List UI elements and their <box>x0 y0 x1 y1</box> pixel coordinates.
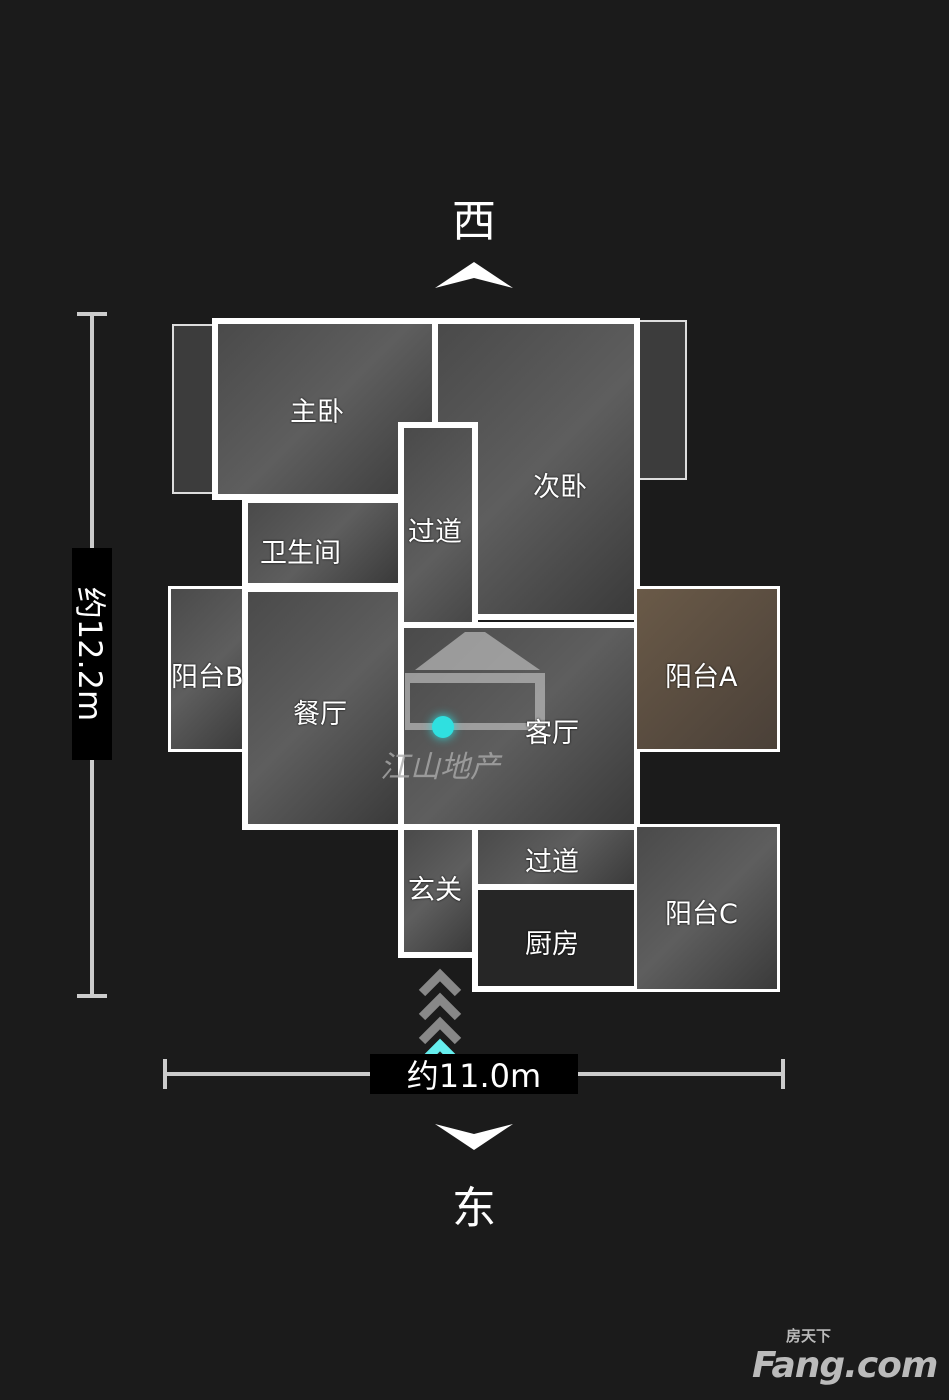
watermark-text: 江山地产 <box>380 750 500 785</box>
window-bay-second <box>632 320 687 480</box>
entry-arrows-icon <box>418 968 462 1065</box>
room-balcony-c[interactable] <box>634 824 780 992</box>
label-balcony-c: 阳台C <box>665 899 738 930</box>
label-second-bedroom: 次卧 <box>533 472 587 503</box>
chevron-down-icon <box>435 1124 513 1150</box>
label-dining: 餐厅 <box>293 699 347 730</box>
compass-east: 东 <box>452 1183 496 1234</box>
logo-cn: 房天下 <box>786 1327 832 1345</box>
location-marker <box>432 716 454 738</box>
room-kitchen[interactable] <box>472 884 640 992</box>
watermark-house-icon <box>405 632 545 730</box>
label-master-bedroom: 主卧 <box>290 397 344 428</box>
label-entrance: 玄关 <box>408 875 462 906</box>
label-corridor-upper: 过道 <box>408 517 462 548</box>
compass-west: 西 <box>452 196 496 247</box>
label-balcony-b: 阳台B <box>171 662 244 693</box>
chevron-up-icon <box>435 262 513 288</box>
room-balcony-a[interactable] <box>634 586 780 752</box>
label-bathroom: 卫生间 <box>260 538 341 569</box>
room-master-bedroom[interactable] <box>212 318 438 500</box>
height-dimension-box: 约12.2m <box>71 548 112 760</box>
label-kitchen: 厨房 <box>525 929 579 960</box>
width-dimension-label: 约11.0m <box>370 1054 578 1095</box>
label-corridor-lower: 过道 <box>525 847 579 878</box>
height-dimension-label: 约12.2m <box>71 586 109 722</box>
window-bay-master <box>172 324 218 494</box>
label-living: 客厅 <box>525 718 579 749</box>
label-balcony-a: 阳台A <box>665 662 738 693</box>
logo-en: Fang.com <box>752 1345 938 1386</box>
